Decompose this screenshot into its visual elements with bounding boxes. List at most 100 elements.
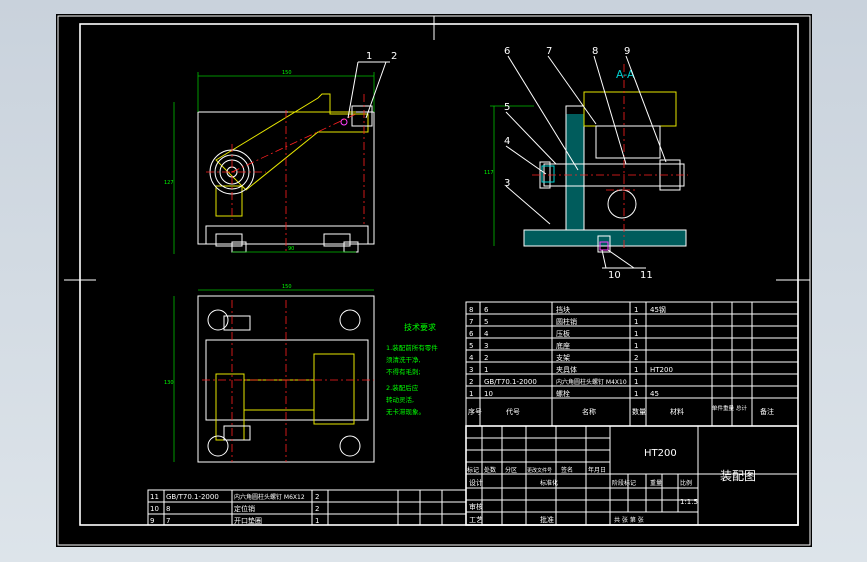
leader-4 [505,145,547,175]
section-hole [607,189,637,219]
bom-qty: 1 [634,318,638,326]
bom-no: 1 [469,390,473,398]
dim-top-width-text: 150 [282,284,292,290]
bom-row: 6 4 压板 1 [469,329,638,338]
bom-header-weight: 单件重量 [712,404,735,412]
tech-req-line-6: 无卡滞现象。 [386,407,425,416]
bom-header-qty: 数量 [632,407,646,416]
bom-code: 2 [484,354,488,362]
tb-zone: 分区 [505,466,517,474]
leader-10 [601,249,607,269]
balloon-4: 4 [504,136,510,147]
bom-qty: 1 [634,306,638,314]
section-upright-hatch [566,114,584,192]
bom-bottom-name: 定位销 [234,504,255,513]
top-hole-bl [207,435,229,457]
tb-material: HT200 [644,448,677,459]
section-screw [597,235,611,253]
front-foot-left [215,233,243,247]
leader-5 [505,111,557,165]
section-top-block [583,91,677,127]
tb-drawing-name: 装配图 [720,469,756,483]
bom-row: 8 6 挡块 1 45钢 [469,305,666,314]
leader-8 [593,55,627,165]
balloon-6: 6 [504,46,510,57]
top-hole-br [339,435,361,457]
balloon-3: 3 [504,178,510,189]
front-base [205,225,369,245]
dim-side-height-text: 117 [484,170,494,176]
bom-header-note: 备注 [760,407,774,416]
balloon-9: 9 [624,46,630,57]
bom-code: 4 [484,330,489,338]
bom-code: 6 [484,306,489,314]
bom-qty: 1 [634,366,638,374]
dim-top-height-text: 130 [164,380,174,386]
bom-no: 8 [469,306,473,314]
top-lever-end [313,353,355,425]
bom-mat: 45钢 [650,305,666,314]
tb-sheet: 共 张 第 张 [614,516,644,524]
bom-row: 1 10 螺栓 1 45 [469,389,659,398]
tb-mark: 标记 [467,466,479,474]
tb-count: 处数 [484,466,496,474]
dim-front-height-text: 127 [164,180,174,186]
bom-qty: 1 [634,378,638,386]
bom-bottom-row: 9 7 开口垫圈 1 [150,516,319,525]
bom-row: 5 3 底座 1 [469,341,638,350]
tech-req-line-5: 转动灵活, [386,395,414,404]
bom-bottom-no: 11 [150,493,159,501]
front-foot-right [323,233,351,247]
bom-qty: 1 [634,330,638,338]
bom-bottom-code: 7 [166,517,170,525]
tb-review: 审核 [469,502,483,511]
bom-bottom-qty: 1 [315,517,319,525]
bom-qty: 2 [634,354,638,362]
bom-bottom-qty: 2 [315,505,319,513]
tb-scale: 1:1.5 [680,498,698,506]
balloon-2: 2 [391,51,397,62]
bom-no: 7 [469,318,473,326]
bom-bottom-name: 内六角圆柱头螺钉 M6X12 [234,493,305,501]
bom-name: 挡块 [556,305,570,314]
top-hole-tr [339,309,361,331]
tb-scale-label: 比例 [680,479,692,487]
drawing-canvas[interactable]: 150 127 90 1 2 117 A-A [56,14,812,547]
leader-6 [507,55,579,171]
title-block: 标记 处数 分区 更改文件号 签名 年月日 设计 标准化 审核 工艺 批准 阶段… [465,425,799,526]
top-lever-block [215,373,245,441]
section-lever [583,91,677,127]
leader-2 [365,61,387,119]
bom-bottom-name: 开口垫圈 [234,516,262,525]
tech-req-line-2: 须清洗干净, [386,355,421,364]
bom-name: 夹具体 [556,365,577,374]
tb-change-doc: 更改文件号 [527,467,552,474]
front-marker [340,118,348,126]
tech-req-line-3: 不得有毛刺; [386,367,421,376]
bom-bottom-no: 9 [150,517,154,525]
section-clamp-body [595,125,661,159]
front-centerline-diag [231,113,357,173]
bom-no: 2 [469,378,473,386]
leader-9 [625,55,667,163]
tb-weight: 重量 [650,479,662,487]
section-view: 117 A-A 6 7 8 9 5 4 3 10 11 [484,46,688,281]
tb-design: 设计 [469,478,483,487]
bom-row: 3 1 夹具体 1 HT200 [469,365,673,374]
bom-name: 支架 [556,353,570,362]
tech-req-title: 技术要求 [404,322,436,332]
bom-header-mat: 材料 [670,407,684,416]
bom-code: 1 [484,366,488,374]
inner-frame [79,23,799,526]
bom-no: 3 [469,366,473,374]
bom-header-row: 序号 代号 名称 数量 材料 单件重量 总计 备注 [468,404,774,416]
bom-mat: HT200 [650,366,673,374]
bom-bottom-qty: 2 [315,493,319,501]
section-base-hatch [524,230,686,246]
section-washer [541,165,555,183]
balloon-8: 8 [592,46,598,57]
balloon-10: 10 [608,270,621,281]
balloon-7: 7 [546,46,552,57]
bom-bottom-frame [147,489,467,526]
